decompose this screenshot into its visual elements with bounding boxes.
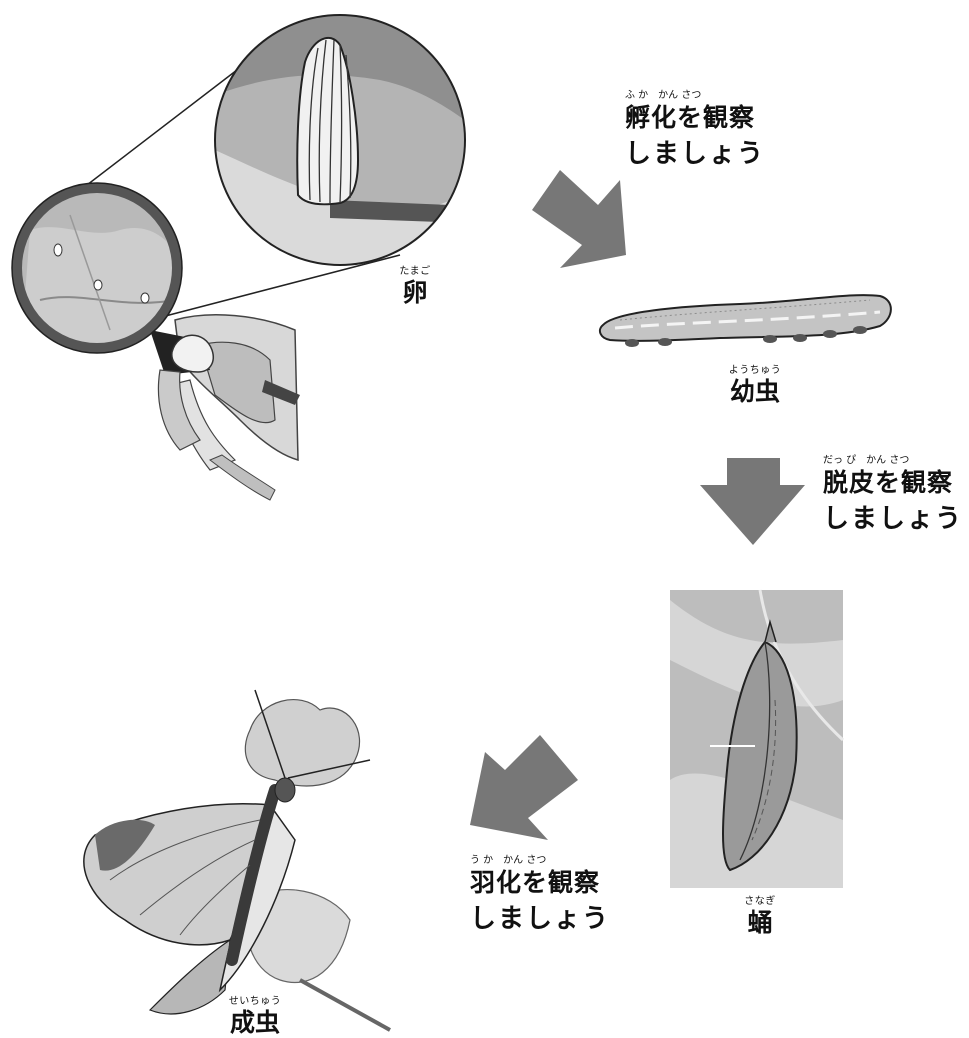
eclosion-furigana: う か かん さつ <box>470 855 610 866</box>
adult-butterfly <box>84 690 390 1030</box>
molting-line1: 脱皮を観察 <box>823 466 963 500</box>
eclosion-prompt: う か かん さつ 羽化を観察 しましょう <box>470 855 610 938</box>
hatching-prompt: ふ か かん さつ 孵化を観察 しましょう <box>625 90 765 173</box>
egg-magnified-view <box>215 15 465 265</box>
adult-label: せいちゅう 成虫 <box>210 996 300 1038</box>
eclosion-line2: しましょう <box>470 900 610 938</box>
larva-caterpillar <box>600 295 891 347</box>
larva-title: 幼虫 <box>715 377 795 407</box>
arrow-larva-to-pupa <box>700 458 805 545</box>
pupa-chrysalis <box>670 590 843 888</box>
pupa-title: 蛹 <box>730 908 790 938</box>
pupa-furigana: さなぎ <box>730 896 790 908</box>
hatching-line1: 孵化を観察 <box>625 101 765 135</box>
larva-label: ようちゅう 幼虫 <box>715 365 795 407</box>
adult-furigana: せいちゅう <box>210 996 300 1008</box>
hatching-furigana: ふ か かん さつ <box>625 90 765 101</box>
arrow-pupa-to-adult <box>470 735 578 840</box>
hatching-line2: しましょう <box>625 135 765 173</box>
larva-furigana: ようちゅう <box>715 365 795 377</box>
egg-title: 卵 <box>390 278 440 308</box>
molting-prompt: だっ ぴ かん さつ 脱皮を観察 しましょう <box>823 455 963 538</box>
adult-title: 成虫 <box>210 1008 300 1038</box>
egg-furigana: たまご <box>390 266 440 278</box>
eclosion-line1: 羽化を観察 <box>470 866 610 900</box>
hand-with-magnifier <box>150 315 300 500</box>
pupa-label: さなぎ 蛹 <box>730 896 790 938</box>
egg-label: たまご 卵 <box>390 266 440 308</box>
molting-line2: しましょう <box>823 500 963 538</box>
molting-furigana: だっ ぴ かん さつ <box>823 455 963 466</box>
arrow-egg-to-larva <box>532 170 626 268</box>
